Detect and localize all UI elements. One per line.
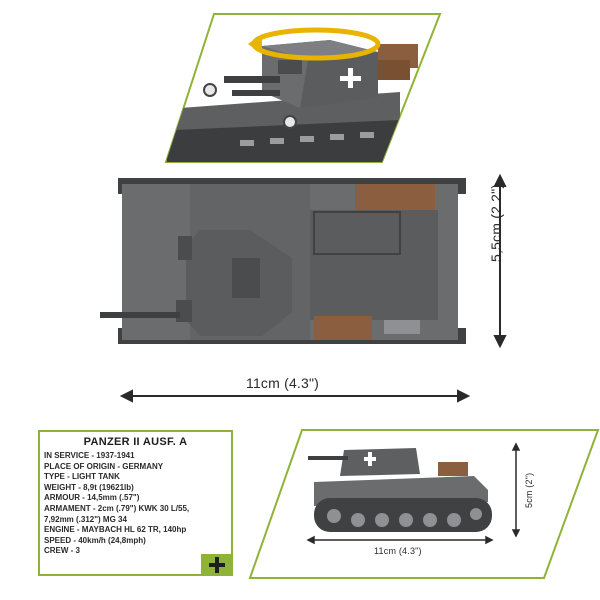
width-label: 11cm (4.3")	[246, 375, 320, 391]
turret-closeup-panel	[164, 13, 442, 163]
side-height-label: 5cm (2")	[524, 472, 534, 508]
spec-row: 7,92mm (.312") MG 34	[44, 514, 127, 524]
spec-row: WEIGHT - 8,9t (19621lb)	[44, 482, 134, 492]
spec-row: SPEED - 40km/h (24,8mph)	[44, 535, 146, 545]
balkenkreuz-icon	[209, 557, 225, 573]
cargo-crate	[314, 316, 372, 340]
side-width-arrow	[306, 535, 494, 545]
width-dimension-arrow	[119, 389, 471, 403]
spec-row: TYPE - LIGHT TANK	[44, 472, 120, 482]
spec-row: ARMOUR - 14,5mm (.57")	[44, 493, 140, 503]
spec-row: PLACE OF ORIGIN - GERMANY	[44, 461, 164, 471]
spec-title: PANZER II AUSF. A	[83, 436, 188, 448]
side-height-arrow	[511, 442, 521, 538]
side-width-label: 11cm (4.3")	[374, 546, 422, 556]
spec-row: CREW - 3	[44, 546, 80, 556]
spec-row: ARMAMENT - 2cm (.79") KWK 30 L/55,	[44, 503, 190, 513]
balkenkreuz-icon	[340, 68, 361, 88]
spec-list: IN SERVICE - 1937-1941 PLACE OF ORIGIN -…	[44, 451, 189, 557]
spec-row: ENGINE - MAYBACH HL 62 TR, 140hp	[44, 525, 187, 535]
spec-row: IN SERVICE - 1937-1941	[44, 451, 135, 460]
tank-top-view	[100, 173, 507, 403]
rotate-arrow-icon	[248, 27, 381, 61]
tank-side-view-panel	[248, 429, 600, 579]
spec-card: PANZER II AUSF. A IN SERVICE - 1937-1941…	[38, 430, 233, 576]
tank-side-image	[308, 448, 492, 532]
gun-barrel	[100, 312, 180, 318]
balkenkreuz-badge	[201, 554, 233, 576]
cargo-crate	[355, 184, 435, 210]
height-dimension-arrow	[493, 173, 507, 349]
height-label: 5,5cm (2.2")	[488, 183, 504, 262]
